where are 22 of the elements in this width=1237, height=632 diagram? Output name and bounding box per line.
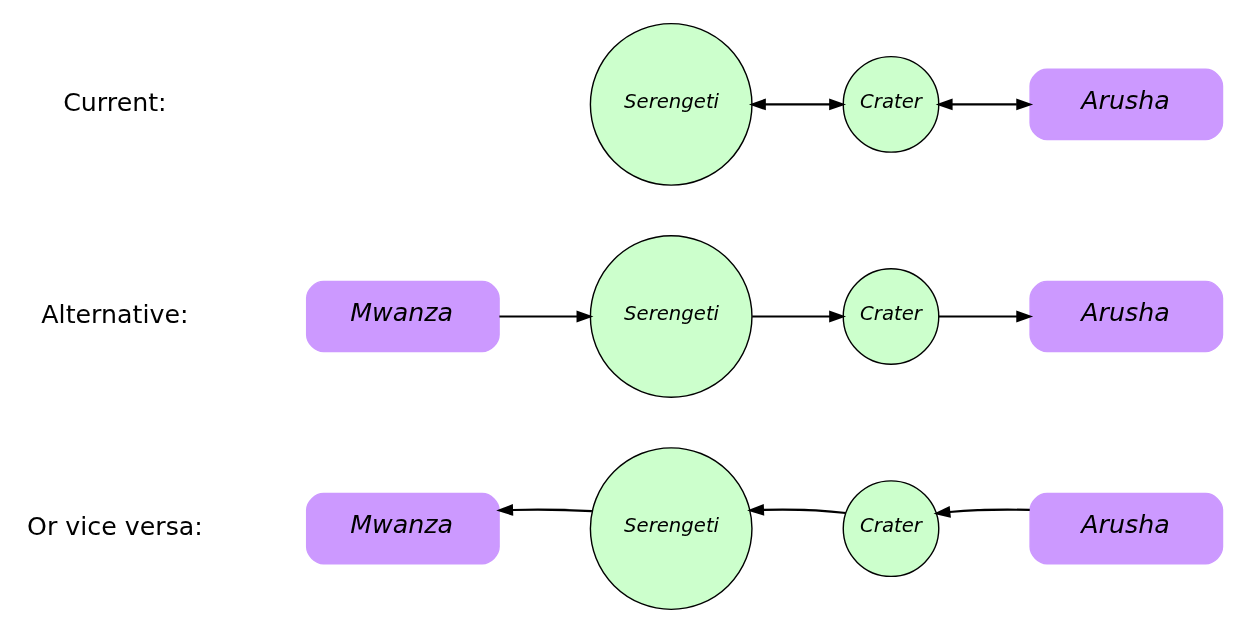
node-box: Arusha — [1029, 280, 1224, 352]
node-circle: Crater — [842, 267, 940, 365]
arrow — [748, 97, 847, 110]
arrow — [935, 97, 1034, 110]
node-box: Arusha — [1029, 68, 1224, 140]
arrow — [752, 310, 847, 322]
arrow — [496, 503, 592, 516]
arrow — [933, 505, 1030, 518]
label: Or vice versa: — [27, 511, 203, 541]
node-box: Mwanza — [305, 280, 500, 352]
node-circle: Serengeti — [589, 234, 753, 398]
arrow — [938, 310, 1034, 322]
label: Alternative: — [41, 299, 189, 329]
node-circle: Serengeti — [589, 22, 753, 186]
label: Current: — [63, 87, 167, 117]
node-circle: Serengeti — [589, 446, 753, 610]
node-circle: Crater — [842, 479, 940, 577]
node-box: Mwanza — [305, 492, 500, 564]
arrow — [747, 503, 846, 516]
node-box: Arusha — [1029, 492, 1224, 564]
node-circle: Crater — [842, 55, 940, 153]
arrow — [499, 310, 594, 322]
